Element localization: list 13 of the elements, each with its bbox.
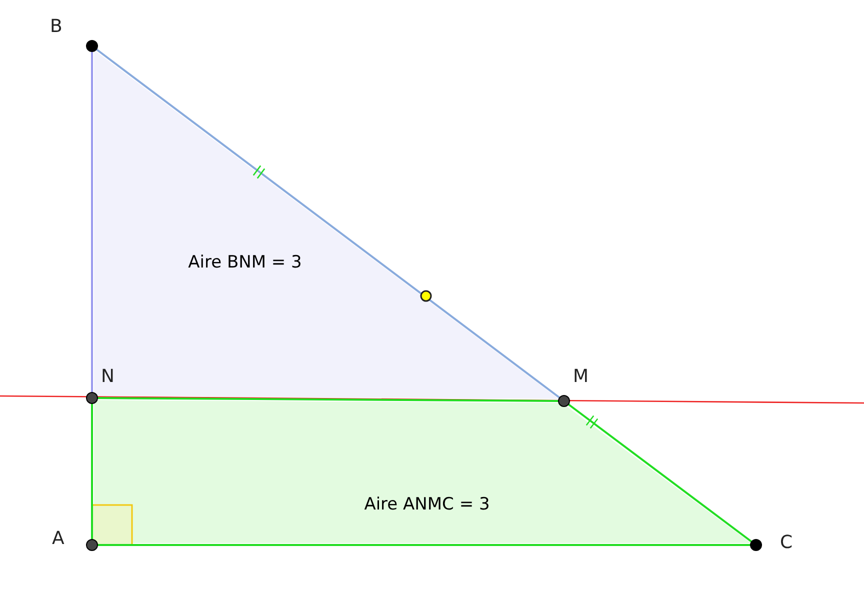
- line-segment: [91, 403, 93, 540]
- shaded-quadrilateral: [94, 400, 751, 543]
- point-label: N: [101, 368, 114, 386]
- line-segment: [97, 397, 559, 402]
- point-label: A: [52, 530, 64, 548]
- line-segment: [97, 544, 751, 546]
- point-label: C: [780, 534, 793, 552]
- line-segment: [91, 51, 93, 393]
- line-segment: [567, 403, 753, 543]
- point-label: M: [573, 368, 589, 386]
- area-label: Aire BNM = 3: [188, 251, 302, 274]
- point-label: B: [50, 18, 62, 36]
- area-label: Aire ANMC = 3: [364, 493, 490, 516]
